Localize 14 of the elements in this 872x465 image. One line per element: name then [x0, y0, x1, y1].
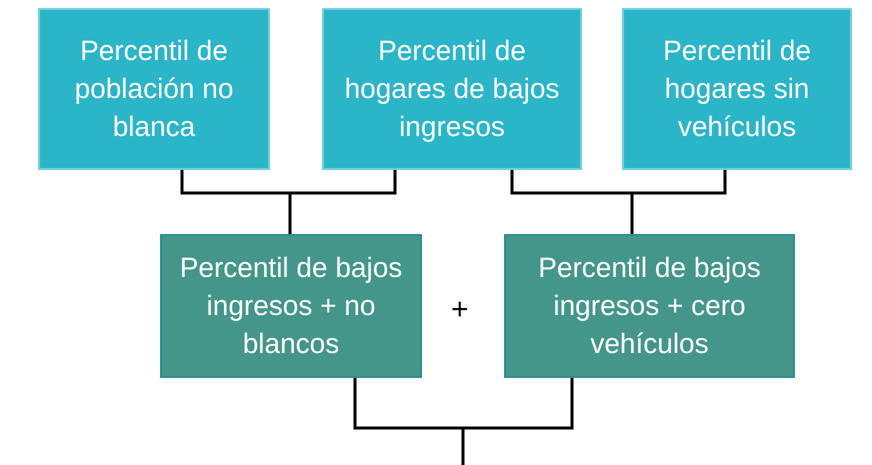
- box-label: Percentil de bajos ingresos + cero vehículos: [537, 251, 762, 361]
- connector-line: [630, 170, 726, 234]
- connector-line: [462, 378, 574, 465]
- box-label: Percentil de hogares de bajos ingresos: [344, 34, 560, 144]
- process-box: [38, 8, 270, 170]
- connector-line: [288, 170, 396, 234]
- process-box: [504, 234, 795, 378]
- box-label: Percentil de población no blanca: [74, 34, 234, 144]
- process-box: [160, 234, 422, 378]
- process-box: [322, 8, 582, 170]
- plus-sign: +: [451, 292, 469, 328]
- box-label: Percentil de bajos ingresos + no blancos: [178, 251, 404, 361]
- box-label: Percentil de hogares sin vehículos: [662, 34, 812, 144]
- process-box: [622, 8, 852, 170]
